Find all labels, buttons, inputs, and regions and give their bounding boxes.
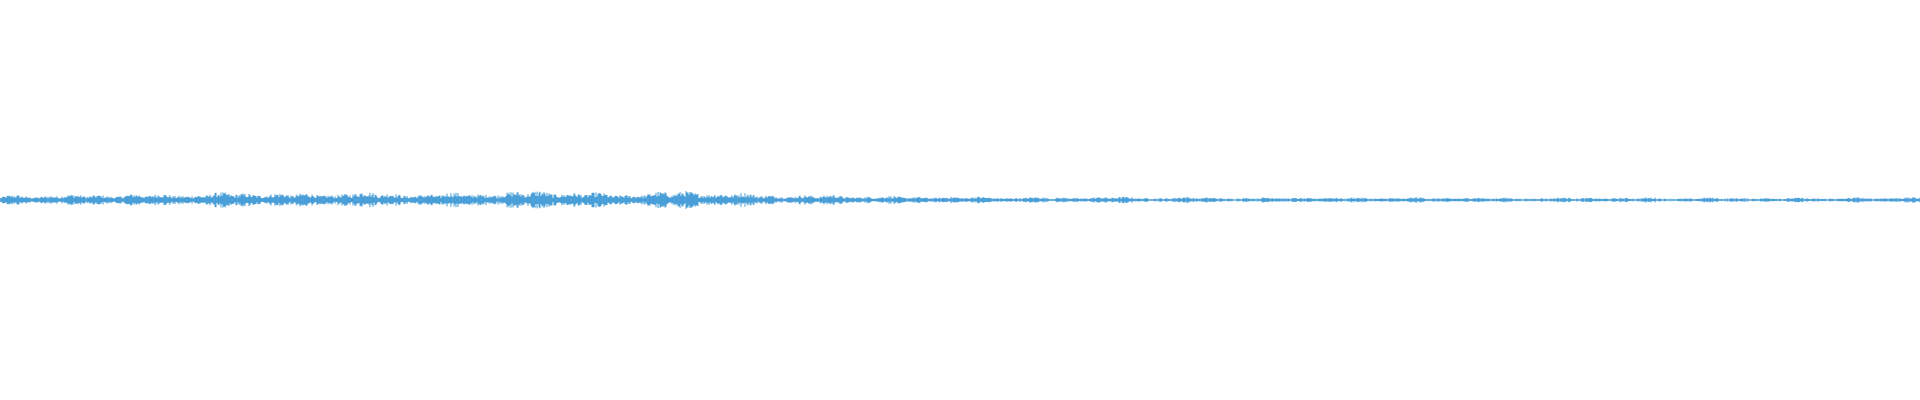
waveform-trace [0,191,1920,209]
